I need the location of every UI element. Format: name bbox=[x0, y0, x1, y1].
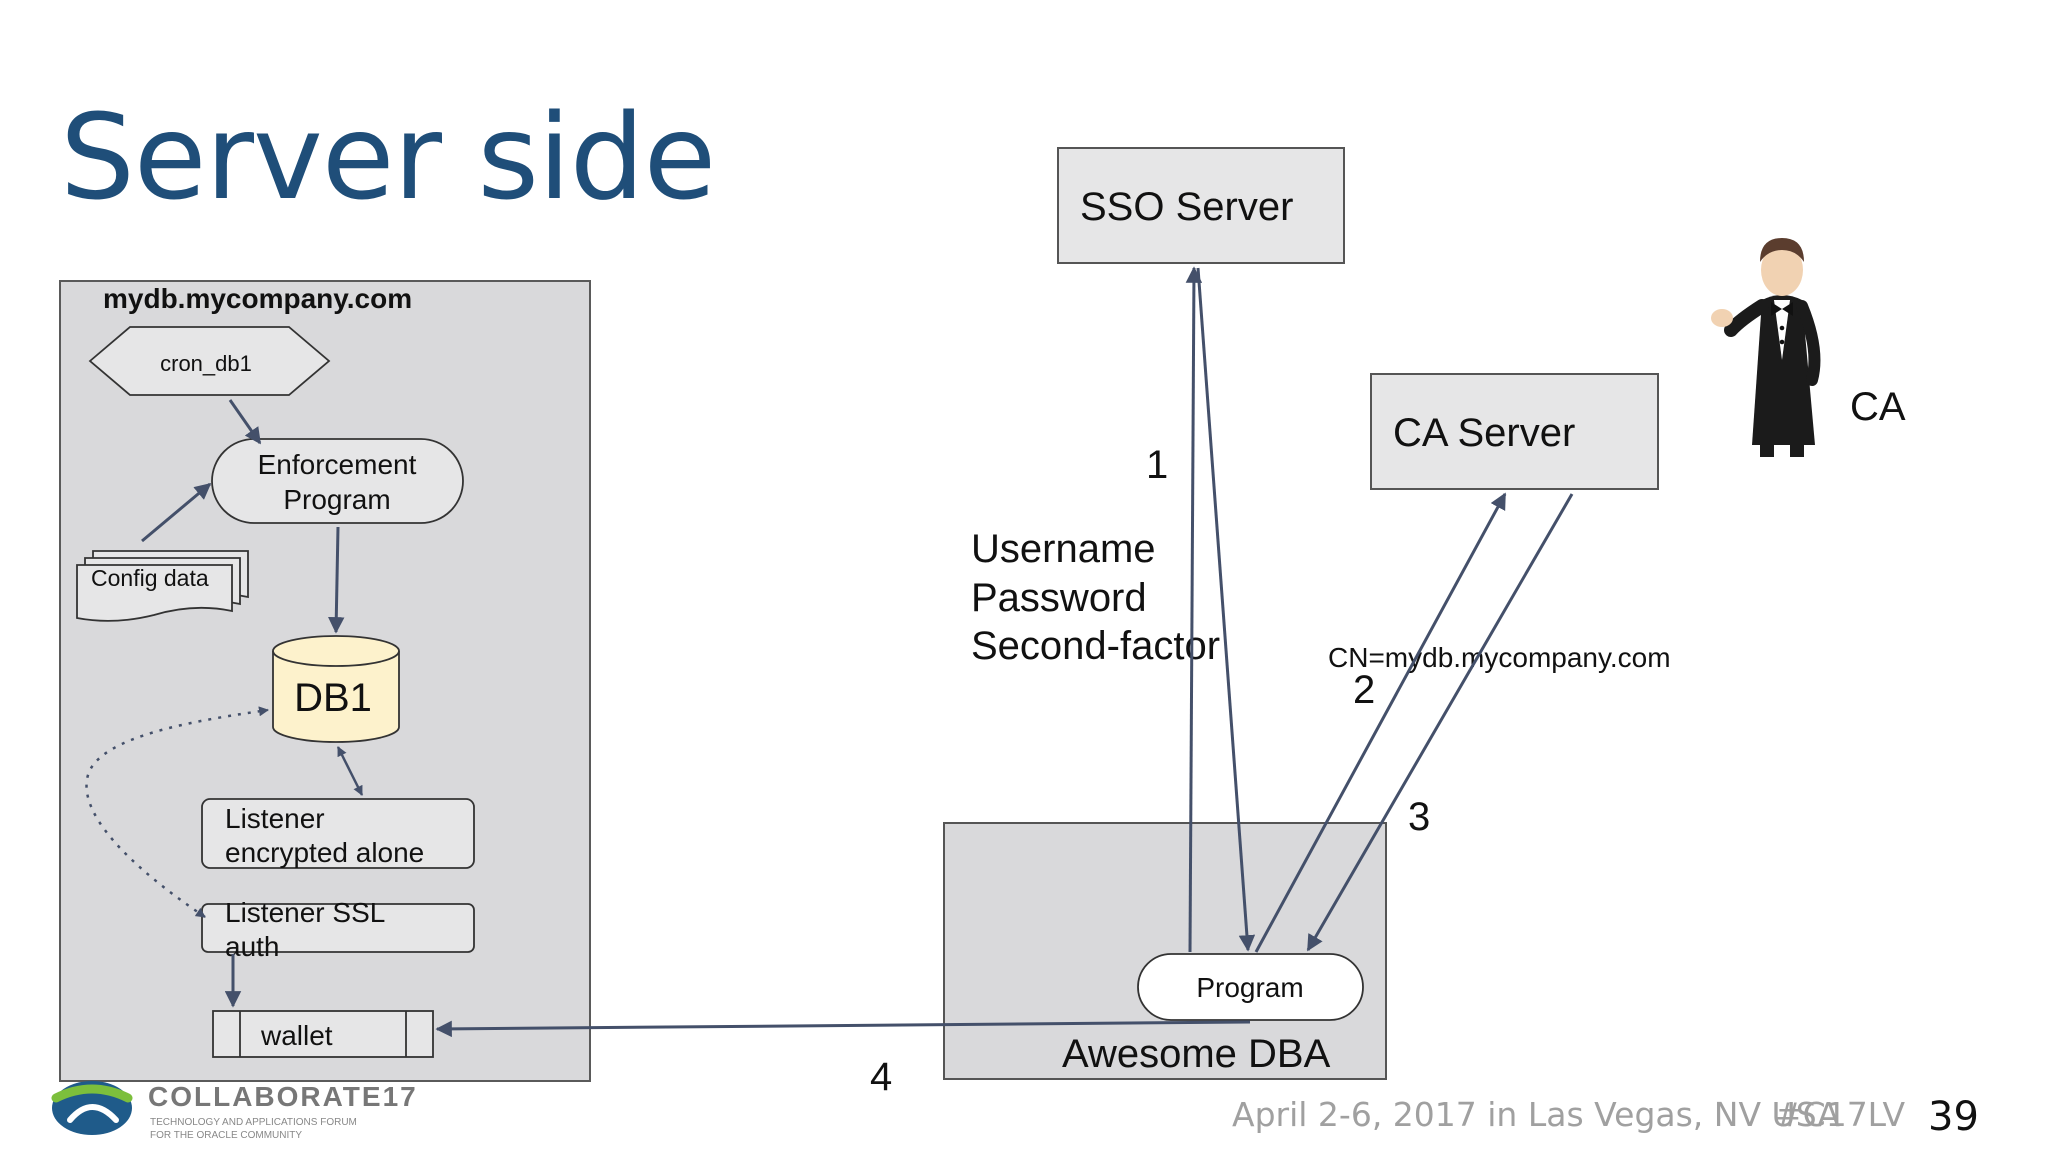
credential-password: Password bbox=[971, 576, 1147, 620]
server-hostname: mydb.mycompany.com bbox=[103, 283, 412, 314]
wallet-node bbox=[212, 1010, 434, 1058]
config-data-label: Config data bbox=[91, 565, 209, 591]
enforcement-program-label-1: Enforcement bbox=[258, 449, 417, 480]
db1-node bbox=[272, 635, 400, 743]
dba-program-node bbox=[1137, 953, 1364, 1021]
ca-server-node bbox=[1370, 373, 1659, 490]
enforcement-program-label-2: Program bbox=[283, 484, 390, 515]
listener-ssl-node bbox=[201, 903, 475, 953]
butler-figure-icon bbox=[1711, 238, 1821, 457]
db1-label: DB1 bbox=[294, 676, 372, 720]
step-3: 3 bbox=[1408, 795, 1430, 839]
arrow-program-to-sso bbox=[1185, 266, 1203, 953]
arrow-program-to-ca bbox=[1254, 492, 1507, 953]
logo-tagline-1: TECHNOLOGY AND APPLICATIONS FORUM bbox=[150, 1117, 357, 1128]
cn-label: CN=mydb.mycompany.com bbox=[1328, 642, 1671, 673]
credential-username: Username bbox=[971, 527, 1156, 571]
arrow-cron-to-enforcement bbox=[228, 399, 262, 445]
arrow-config-to-enforcement bbox=[141, 482, 212, 543]
listener-encrypted-label-1: Listener bbox=[225, 803, 325, 834]
arrow-sso-to-program bbox=[1196, 267, 1256, 952]
step-2: 2 bbox=[1353, 668, 1375, 712]
arrow-db-listener bbox=[336, 746, 364, 796]
cron-job-label: cron_db1 bbox=[160, 351, 252, 376]
slide-title: Server side bbox=[60, 88, 716, 226]
listener-ssl-label-1: Listener SSL bbox=[225, 897, 385, 928]
footer-hashtag: #C17LV bbox=[1775, 1095, 1906, 1134]
wallet-label: wallet bbox=[260, 1020, 333, 1051]
arrow-program-to-wallet bbox=[435, 1020, 1251, 1038]
credential-second-factor: Second-factor bbox=[971, 624, 1220, 668]
dba-program-label: Program bbox=[1196, 972, 1303, 1003]
awesome-dba-label: Awesome DBA bbox=[1062, 1032, 1331, 1076]
config-data-node bbox=[76, 550, 249, 622]
enforcement-program-node bbox=[211, 438, 464, 524]
cron-job-node bbox=[88, 326, 331, 396]
ca-label: CA bbox=[1850, 385, 1906, 429]
listener-encrypted-label-2: encrypted alone bbox=[225, 837, 424, 868]
sso-server-node bbox=[1057, 147, 1345, 264]
step-4: 4 bbox=[870, 1055, 892, 1099]
dotted-ssl-to-db bbox=[85, 706, 269, 919]
logo-name: COLLABORATE17 bbox=[148, 1081, 418, 1112]
arrow-enforcement-to-db bbox=[328, 526, 345, 634]
collaborate-logo-icon bbox=[51, 1081, 133, 1135]
logo-tagline-2: FOR THE ORACLE COMMUNITY bbox=[150, 1130, 302, 1141]
ca-server-label: CA Server bbox=[1393, 411, 1575, 455]
footer-date: April 2-6, 2017 in Las Vegas, NV USA bbox=[1232, 1095, 1840, 1134]
sso-server-label: SSO Server bbox=[1080, 185, 1293, 229]
step-1: 1 bbox=[1146, 443, 1168, 487]
arrow-ca-to-program bbox=[1306, 493, 1574, 952]
page-number: 39 bbox=[1928, 1094, 1979, 1140]
